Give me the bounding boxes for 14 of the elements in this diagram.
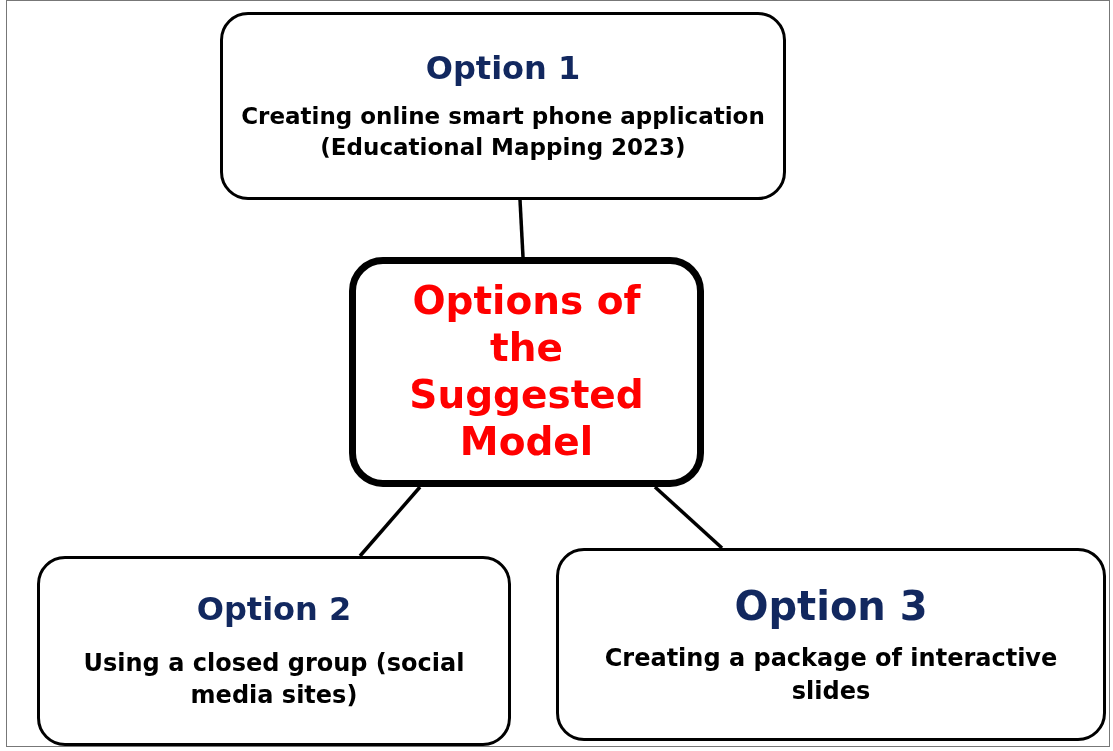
box-title: Option 2 [196,590,352,629]
box-title: Options of the Suggested Model [408,278,645,466]
connector-line [358,485,422,558]
box-text: Using a closed group (social media sites) [82,647,466,712]
option-box [220,12,786,200]
box-text: Creating online smart phone application (Educational Mapping 2023) [240,102,766,163]
option-box [556,548,1106,741]
box-text: Creating a package of interactive slides [603,643,1059,707]
box-title: Option 3 [734,582,928,631]
central-box [349,257,704,487]
connector-line [518,199,525,258]
option-box [37,556,511,746]
box-title: Option 1 [425,48,581,88]
connector-line [653,485,724,550]
